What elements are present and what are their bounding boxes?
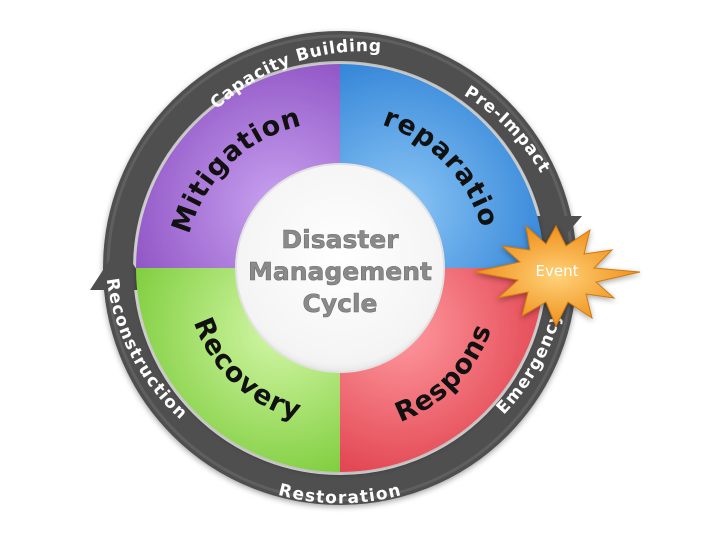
title-line-2: Management	[248, 257, 432, 286]
event-label: Event	[536, 262, 579, 280]
event-burst	[473, 224, 641, 328]
title-line-3: Cycle	[303, 289, 378, 318]
starburst-icon	[473, 224, 641, 328]
ring-arrow-left-icon	[90, 244, 150, 290]
title-line-1: Disaster	[281, 225, 399, 254]
center-circle	[235, 163, 445, 373]
